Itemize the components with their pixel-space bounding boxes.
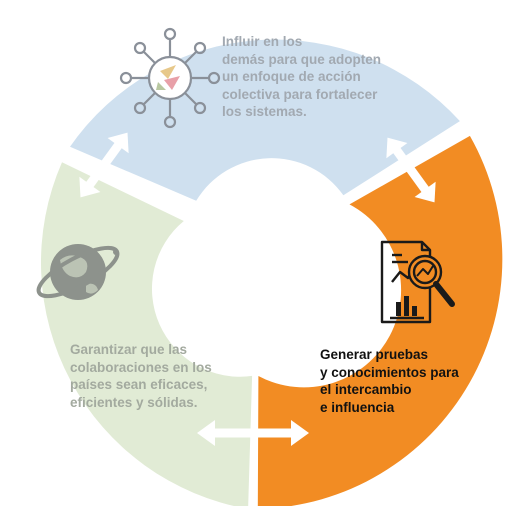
globe-orbit-icon bbox=[36, 244, 120, 300]
right-line: Generar pruebas bbox=[320, 347, 429, 362]
left-line: eficientes y sólidas. bbox=[70, 394, 198, 410]
ring-segment-right bbox=[257, 135, 503, 506]
segment-text-left: Garantizar que las colaboraciones en los… bbox=[70, 341, 212, 411]
network-hub-icon bbox=[119, 27, 221, 129]
top-line: un enfoque de acción bbox=[222, 69, 361, 84]
ring-segment-left bbox=[40, 162, 253, 506]
segment-text-right: Generar pruebas y conocimientos para el … bbox=[320, 346, 459, 416]
right-line: y conocimientos para bbox=[320, 364, 459, 380]
top-line: colectiva para fortalecer bbox=[222, 86, 378, 102]
top-line: los sistemas. bbox=[222, 104, 307, 119]
arrow-bottom bbox=[197, 420, 309, 446]
ring-hole bbox=[170, 202, 342, 374]
top-line: demás para que adopten bbox=[222, 51, 382, 67]
right-line: e influencia bbox=[320, 399, 395, 415]
report-magnifier-icon bbox=[380, 240, 455, 324]
left-line: Garantizar que las bbox=[70, 342, 188, 357]
top-line: Influir en los bbox=[222, 34, 303, 49]
arrow-top-right bbox=[386, 137, 436, 203]
segment-text-top: Influir en los demás para que adopten un… bbox=[222, 33, 381, 121]
left-line: países sean eficaces, bbox=[70, 377, 208, 392]
arrow-top-left bbox=[79, 132, 129, 198]
right-line: el intercambio bbox=[320, 382, 412, 397]
left-line: colaboraciones en los bbox=[70, 359, 212, 375]
